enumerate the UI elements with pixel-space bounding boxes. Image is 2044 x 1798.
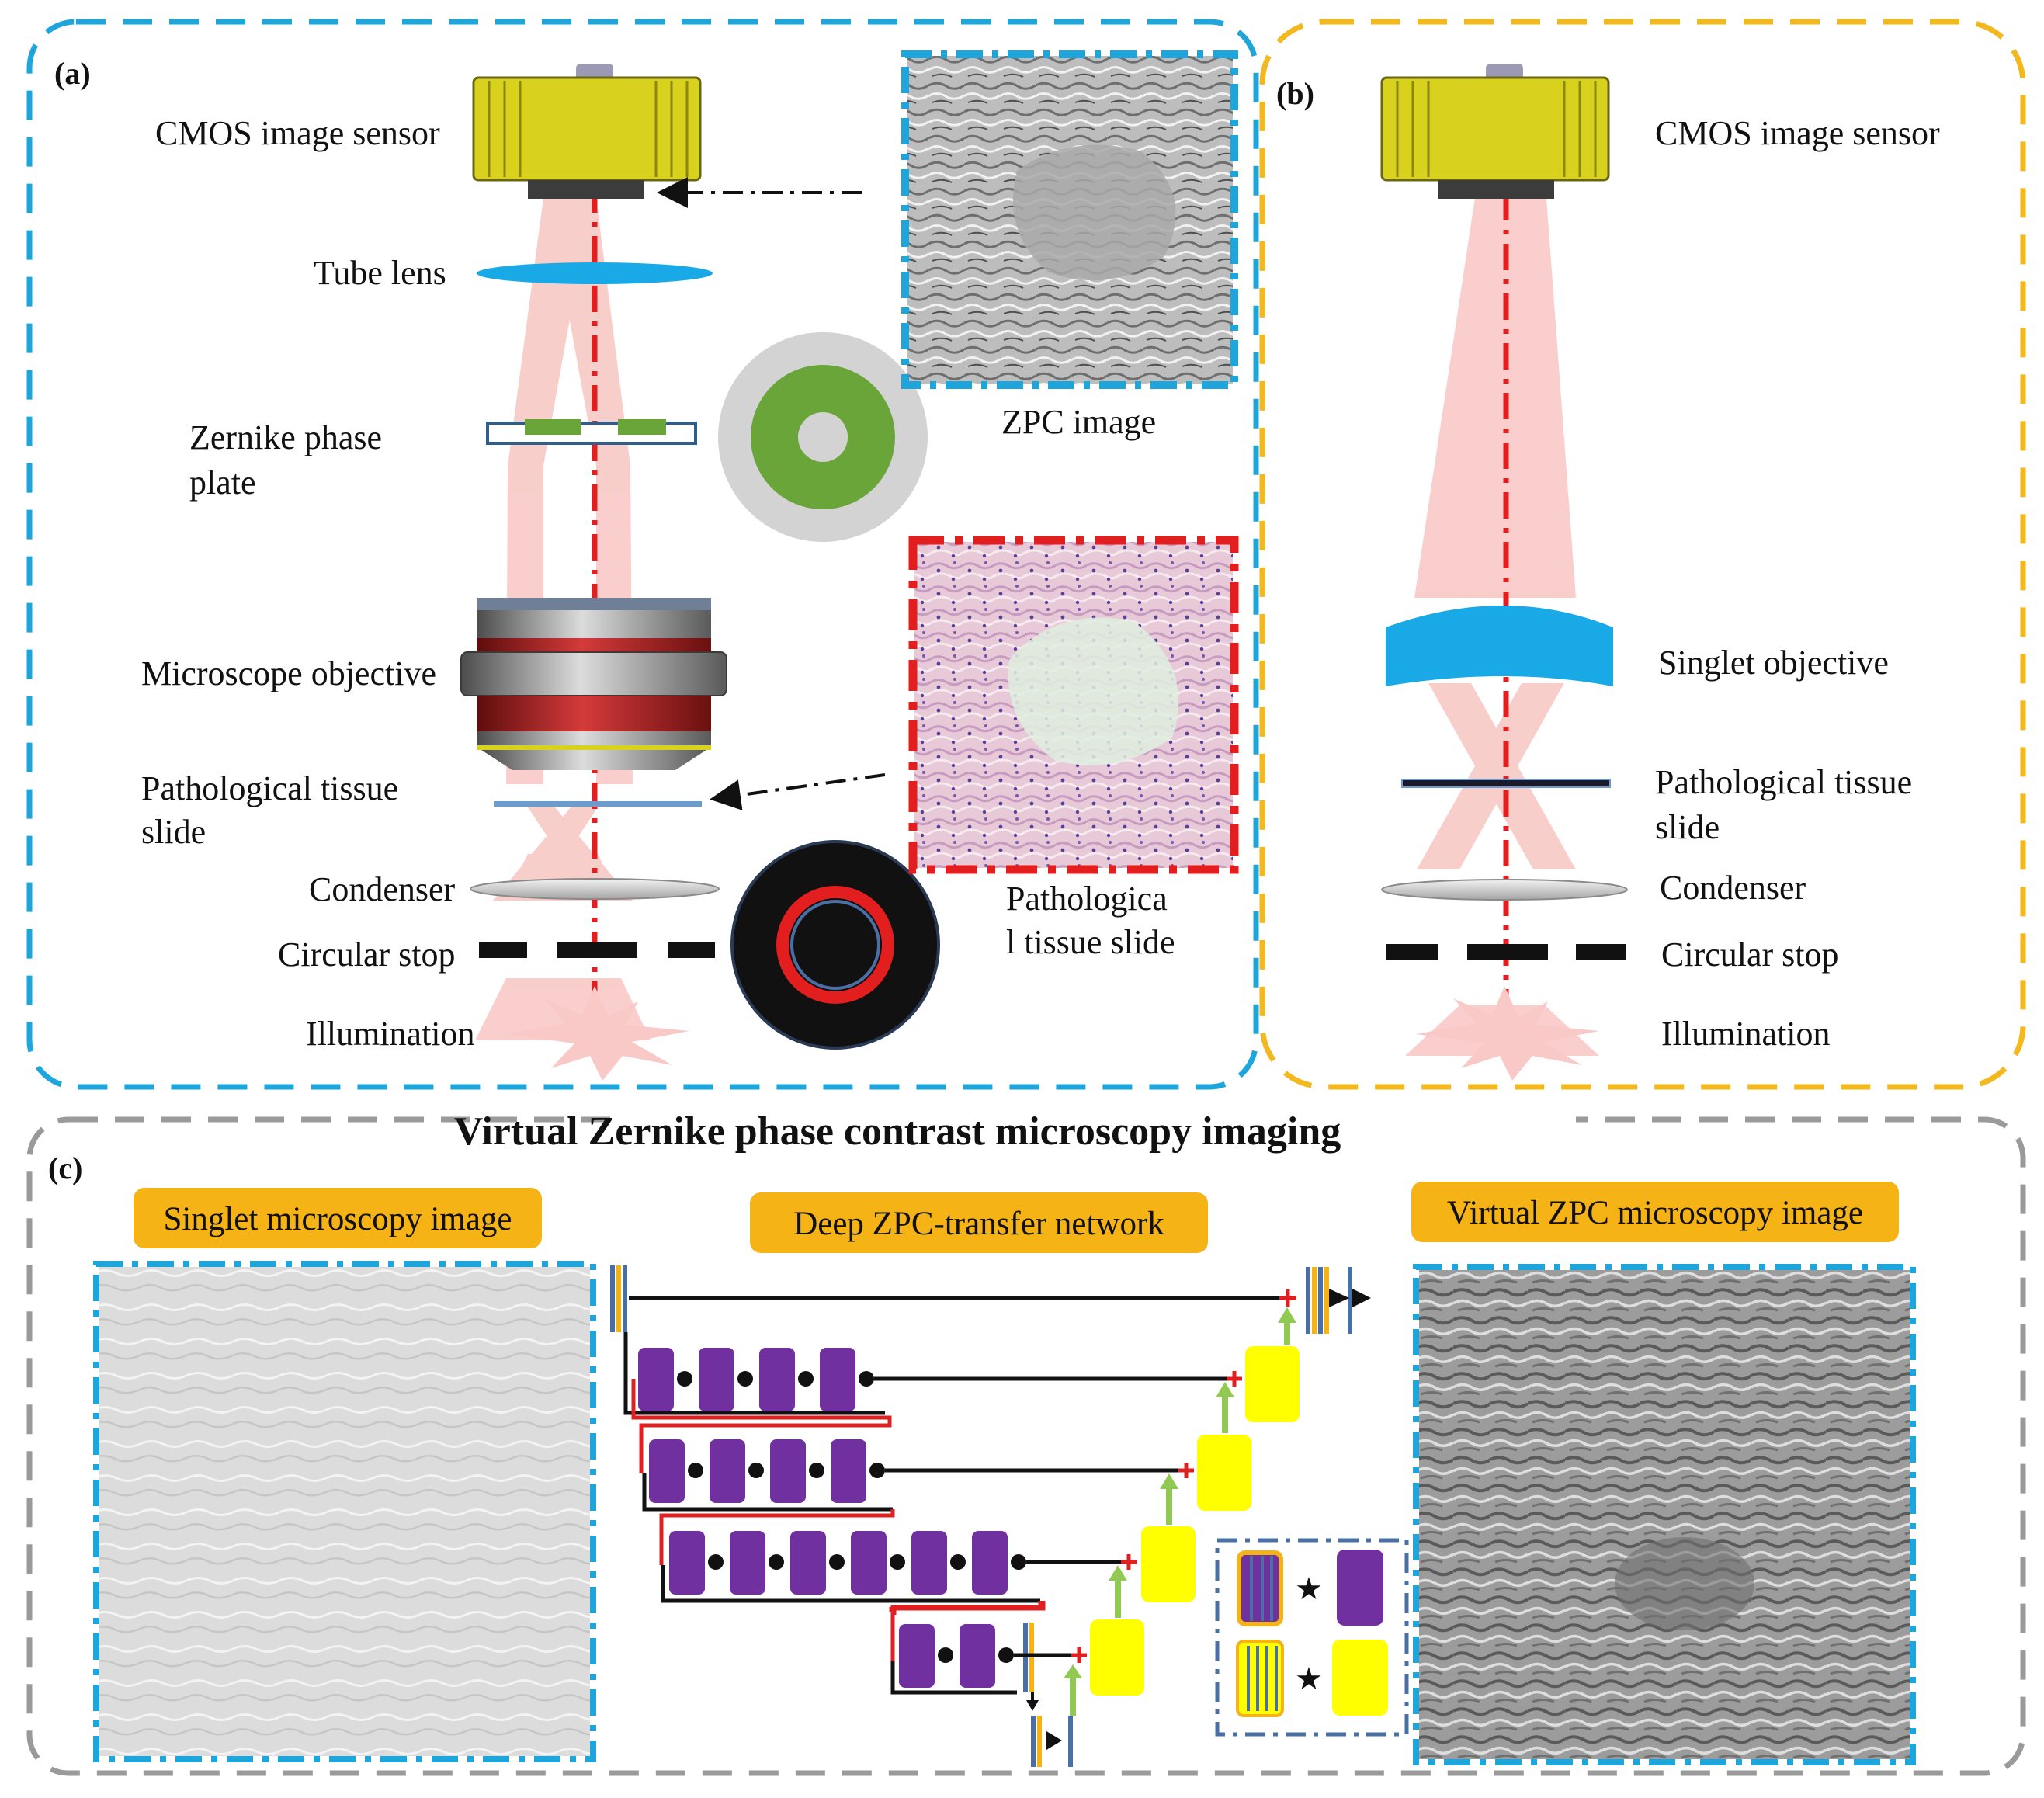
singlet-image-frame (93, 1261, 596, 1762)
label-slide-a-1: Pathological tissue (141, 769, 398, 807)
zpc-image-lumen (1013, 144, 1176, 281)
label-slide-b-1: Pathological tissue (1655, 763, 1912, 801)
upsample-arrows (1109, 1307, 1296, 1618)
panel-b-border (1259, 19, 2026, 1090)
panel-a: (a) (26, 19, 1259, 1090)
badge-input-text: Singlet microscopy image (163, 1201, 512, 1237)
label-stop-b: Circular stop (1661, 935, 1839, 974)
label-tube-lens: Tube lens (314, 254, 446, 292)
virtual-zpc-image-frame (1413, 1264, 1916, 1765)
panel-c: Virtual Zernike phase contrast microscop… (26, 1101, 2026, 1776)
panel-a-border (26, 19, 1259, 1090)
badge-network-text: Deep ZPC-transfer network (793, 1206, 1164, 1242)
output-feature-stack (1306, 1267, 1352, 1334)
condenser-b (1381, 879, 1628, 901)
legend-conv-stack-purple (1237, 1550, 1283, 1626)
badge-network (750, 1192, 1208, 1253)
output-arrow-head (1329, 1289, 1349, 1307)
condenser-a (470, 878, 720, 900)
pathological-slide-frame (908, 536, 1239, 874)
tube-lens (477, 262, 713, 284)
circular-stop-b (1386, 944, 1626, 960)
singlet-microscopy-image (99, 1267, 590, 1756)
input-feature-stack (610, 1265, 627, 1332)
label-illumination-b: Illumination (1661, 1015, 1831, 1053)
zpc-image-caption: ZPC image (1001, 403, 1156, 441)
phase-ring-diagram (718, 332, 928, 542)
cmos-sensor-b (1380, 64, 1610, 199)
pathological-slide-caption-1: Pathologica (1006, 880, 1168, 918)
pathological-slide-caption-2: l tissue slide (1006, 923, 1175, 961)
zernike-phase-plate (486, 419, 697, 445)
label-slide-b-2: slide (1655, 808, 1720, 846)
label-zernike-2: plate (189, 463, 256, 502)
singlet-objective-lens (1386, 606, 1613, 686)
legend-star-1: ★ (1295, 1571, 1323, 1606)
microscope-objective (460, 598, 727, 770)
network-legend: ★ ★ (1215, 1538, 1409, 1737)
label-objective-a: Microscope objective (141, 654, 436, 692)
panel-c-title: Virtual Zernike phase contrast microscop… (454, 1109, 1341, 1154)
label-objective-b: Singlet objective (1658, 644, 1889, 682)
virtual-zpc-image-center (1615, 1537, 1754, 1630)
panel-b-tag: (b) (1276, 76, 1314, 111)
pathological-slide-lumen (1008, 617, 1179, 765)
zpc-transfer-network: ★ ★ (610, 1265, 1409, 1767)
circular-stop-a (479, 942, 715, 958)
label-condenser-a: Condenser (309, 870, 456, 908)
deepest-feature-stack (1031, 1716, 1073, 1767)
label-stop-a: Circular stop (278, 935, 456, 974)
panel-a-tag: (a) (54, 56, 91, 91)
illumination-source-a (506, 986, 689, 1081)
label-cmos-a: CMOS image sensor (155, 114, 440, 152)
encoder-level-1 (631, 1348, 892, 1421)
label-slide-a-2: slide (141, 813, 206, 851)
badge-output-text: Virtual ZPC microscopy image (1447, 1195, 1863, 1231)
decoder-blocks (1090, 1346, 1300, 1696)
tissue-slide-a (494, 801, 702, 807)
legend-block-purple (1337, 1550, 1383, 1626)
legend-block-yellow (1332, 1640, 1388, 1716)
label-cmos-b: CMOS image sensor (1655, 114, 1940, 152)
tissue-slide-b (1401, 779, 1611, 788)
badge-output (1411, 1182, 1899, 1242)
bottleneck-feature-stack (1023, 1623, 1034, 1692)
encoder-level-2 (642, 1439, 893, 1512)
zpc-image-frame (901, 50, 1238, 389)
illumination-source-b (1416, 986, 1599, 1081)
cmos-sensor-a (472, 64, 702, 199)
encoder-level-3 (661, 1531, 1040, 1603)
badge-input (134, 1188, 542, 1248)
label-condenser-b: Condenser (1660, 869, 1806, 907)
arrow-slide-image-to-slide (710, 773, 886, 810)
virtual-zpc-image (1419, 1270, 1910, 1759)
label-zernike-1: Zernike phase (189, 418, 382, 456)
panel-c-tag: (c) (48, 1151, 82, 1185)
label-illumination-a: Illumination (306, 1015, 475, 1053)
panel-b: (b) CMOS image sensor (1259, 19, 2026, 1090)
encoder-level-4 (890, 1624, 1017, 1695)
stop-ring-diagram (730, 840, 940, 1050)
legend-star-2: ★ (1295, 1661, 1323, 1696)
